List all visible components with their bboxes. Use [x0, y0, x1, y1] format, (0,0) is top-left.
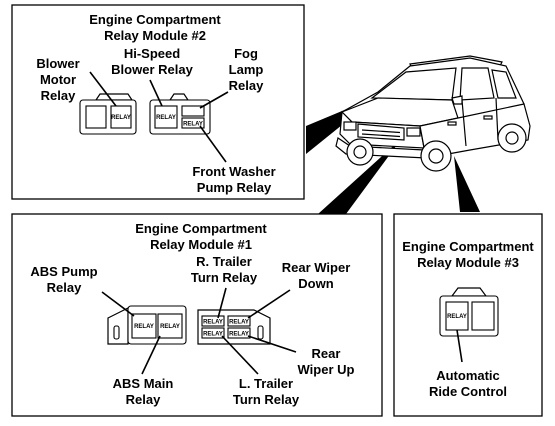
module2-title-line1: Engine Compartment: [89, 12, 221, 27]
module3-title-line2: Relay Module #3: [417, 255, 519, 270]
front-washer-pump-relay-label-1: Front Washer: [192, 164, 275, 179]
abs-main-relay: [157, 313, 183, 339]
l-trailer-turn-relay: [201, 327, 225, 339]
blower-motor-relay-text: RELAY: [111, 115, 131, 121]
automatic-ride-control-label-1: Automatic: [436, 368, 500, 383]
vehicle-illustration: [335, 55, 531, 172]
automatic-ride-control-relay-text: RELAY: [447, 314, 467, 320]
blower-motor-relay-label-3: Relay: [41, 88, 76, 103]
r-trailer-turn-relay: [201, 315, 225, 327]
module2-empty-socket: [85, 105, 107, 129]
fog-lamp-relay-label-3: Relay: [229, 78, 264, 93]
front-washer-pump-relay-label-2: Pump Relay: [197, 180, 272, 195]
abs-pump-relay: [131, 313, 157, 339]
leader-rear-wiper-up: [247, 335, 297, 353]
module3-housing: RELAY: [439, 287, 499, 337]
hi-speed-blower-relay-text: RELAY: [156, 115, 176, 121]
leader-abs-main: [141, 335, 161, 375]
fog-lamp-relay: [181, 105, 205, 117]
leader-abs-pump: [101, 291, 135, 317]
pointer-beam-module3: [454, 156, 480, 212]
r-trailer-turn-relay-label-1: R. Trailer: [196, 254, 252, 269]
pointer-beam-module1: [318, 138, 402, 214]
r-trailer-turn-relay-text: RELAY: [203, 320, 223, 326]
leader-blower-motor: [89, 71, 117, 107]
rear-wiper-down-relay-text: RELAY: [229, 320, 249, 326]
front-washer-pump-relay: [181, 117, 205, 129]
l-trailer-turn-relay-text: RELAY: [203, 332, 223, 338]
rear-wiper-down-relay: [227, 315, 251, 327]
rear-wiper-up-relay: [227, 327, 251, 339]
leader-automatic-ride-control: [456, 329, 463, 363]
front-washer-pump-relay-text: RELAY: [183, 122, 203, 128]
module2-left-housing: RELAY: [79, 93, 137, 135]
blower-motor-relay: [110, 105, 132, 129]
abs-pump-relay-label-2: Relay: [47, 280, 82, 295]
rear-wiper-down-label-1: Rear Wiper: [282, 260, 351, 275]
rear-wiper-down-label-2: Down: [298, 276, 333, 291]
r-trailer-turn-relay-label-2: Turn Relay: [191, 270, 258, 285]
module1-left-housing: RELAY RELAY: [107, 305, 187, 345]
blower-motor-relay-label-2: Motor: [40, 72, 76, 87]
abs-main-relay-text: RELAY: [160, 324, 180, 330]
relay-module-3-panel: Engine Compartment Relay Module #3 RELAY…: [393, 213, 543, 417]
leader-l-trailer: [221, 335, 259, 375]
l-trailer-turn-relay-label-2: Turn Relay: [233, 392, 300, 407]
module1-right-housing: RELAY RELAY RELAY RELAY: [197, 309, 271, 345]
abs-pump-relay-label-1: ABS Pump: [30, 264, 97, 279]
fog-lamp-relay-label-1: Fog: [234, 46, 258, 61]
fog-lamp-relay-label-2: Lamp: [229, 62, 264, 77]
hi-speed-blower-relay-label-2: Blower Relay: [111, 62, 193, 77]
module2-title-line2: Relay Module #2: [104, 28, 206, 43]
automatic-ride-control-label-2: Ride Control: [429, 384, 507, 399]
blower-motor-relay-label-1: Blower: [36, 56, 79, 71]
hi-speed-blower-relay-label-1: Hi-Speed: [124, 46, 180, 61]
abs-main-relay-label-2: Relay: [126, 392, 161, 407]
rear-wiper-up-label-1: Rear: [312, 346, 341, 361]
module3-title-line1: Engine Compartment: [402, 239, 534, 254]
module1-title-line1: Engine Compartment: [135, 221, 267, 236]
module2-right-housing: RELAY RELAY: [149, 93, 211, 135]
module3-empty-socket: [471, 301, 495, 331]
relay-module-2-panel: Engine Compartment Relay Module #2 Blowe…: [11, 4, 305, 200]
relay-module-1-panel: Engine Compartment Relay Module #1 ABS P…: [11, 213, 383, 417]
leader-hi-speed: [149, 79, 163, 107]
module1-title-line2: Relay Module #1: [150, 237, 252, 252]
abs-pump-relay-text: RELAY: [134, 324, 154, 330]
leader-fog-lamp: [199, 91, 229, 109]
abs-main-relay-label-1: ABS Main: [113, 376, 174, 391]
rear-wiper-up-label-2: Wiper Up: [298, 362, 355, 377]
hi-speed-blower-relay: [154, 105, 178, 129]
leader-rear-wiper-down: [247, 289, 291, 319]
leader-front-washer: [199, 125, 227, 163]
leader-r-trailer: [217, 287, 227, 319]
l-trailer-turn-relay-label-1: L. Trailer: [239, 376, 293, 391]
rear-wiper-up-relay-text: RELAY: [229, 332, 249, 338]
